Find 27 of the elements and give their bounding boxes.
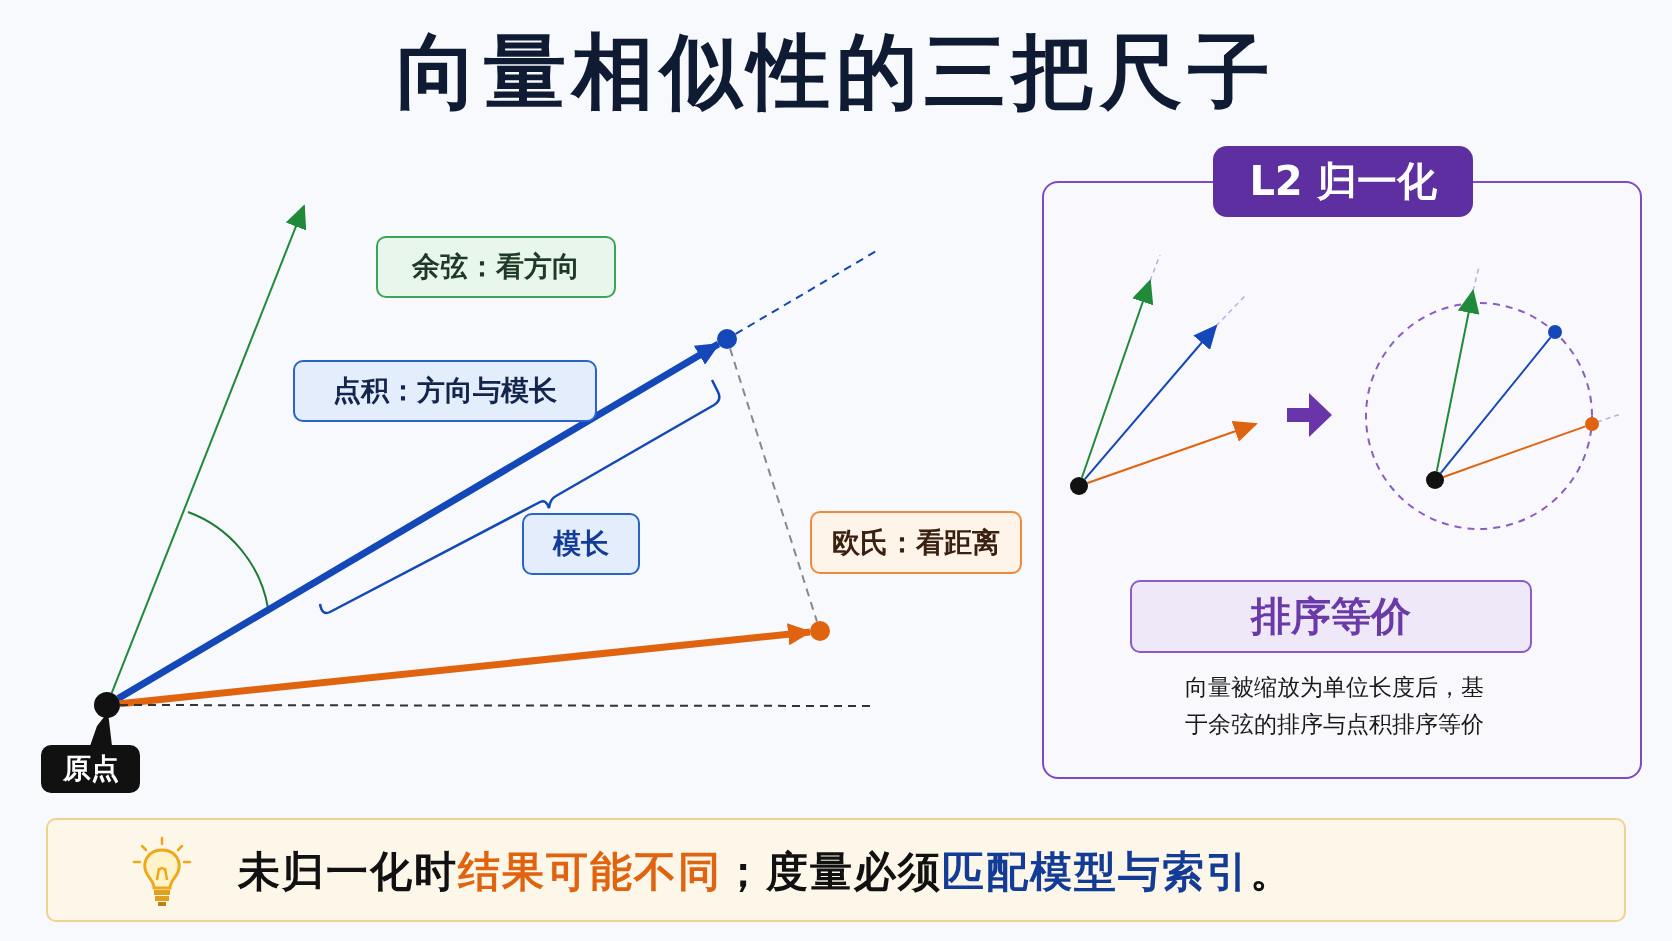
description-text: 向量被缩放为单位长度后，基于余弦的排序与点积排序等价 [1183, 673, 1485, 739]
vector-arrow [1435, 289, 1480, 473]
cosine-label: 余弦：看方向 [376, 236, 616, 298]
note-text: 未归一化时结果可能不同；度量必须匹配模型与索引。 [238, 846, 1294, 898]
vector-arrow [116, 341, 721, 702]
endpoint-dot [1585, 417, 1599, 431]
dashed-line [734, 249, 879, 335]
vector-arrow [1083, 324, 1218, 481]
origin-dot [1070, 477, 1088, 495]
endpoint-dot [717, 329, 737, 349]
vector-arrow [119, 623, 813, 708]
vector-arrow [110, 204, 307, 694]
origin-dot [94, 692, 120, 718]
endpoint-dot [1548, 325, 1562, 339]
vector-arrow [1080, 279, 1154, 479]
magnitude-label: 模长 [522, 513, 640, 575]
origin-dot [1426, 471, 1444, 489]
dashed-line [729, 347, 818, 623]
panel-header: L2 归一化 [1213, 146, 1473, 217]
dot-product-label: 点积：方向与模长 [293, 360, 597, 422]
result-box: 排序等价 [1130, 580, 1532, 653]
endpoint-dot [810, 621, 830, 641]
note-banner [46, 818, 1626, 922]
euclidean-label: 欧氏：看距离 [810, 511, 1022, 574]
origin-callout: 原点 [41, 745, 140, 793]
title: 向量相似性的三把尺子 [395, 23, 1277, 121]
vector-arrow [1086, 420, 1258, 484]
